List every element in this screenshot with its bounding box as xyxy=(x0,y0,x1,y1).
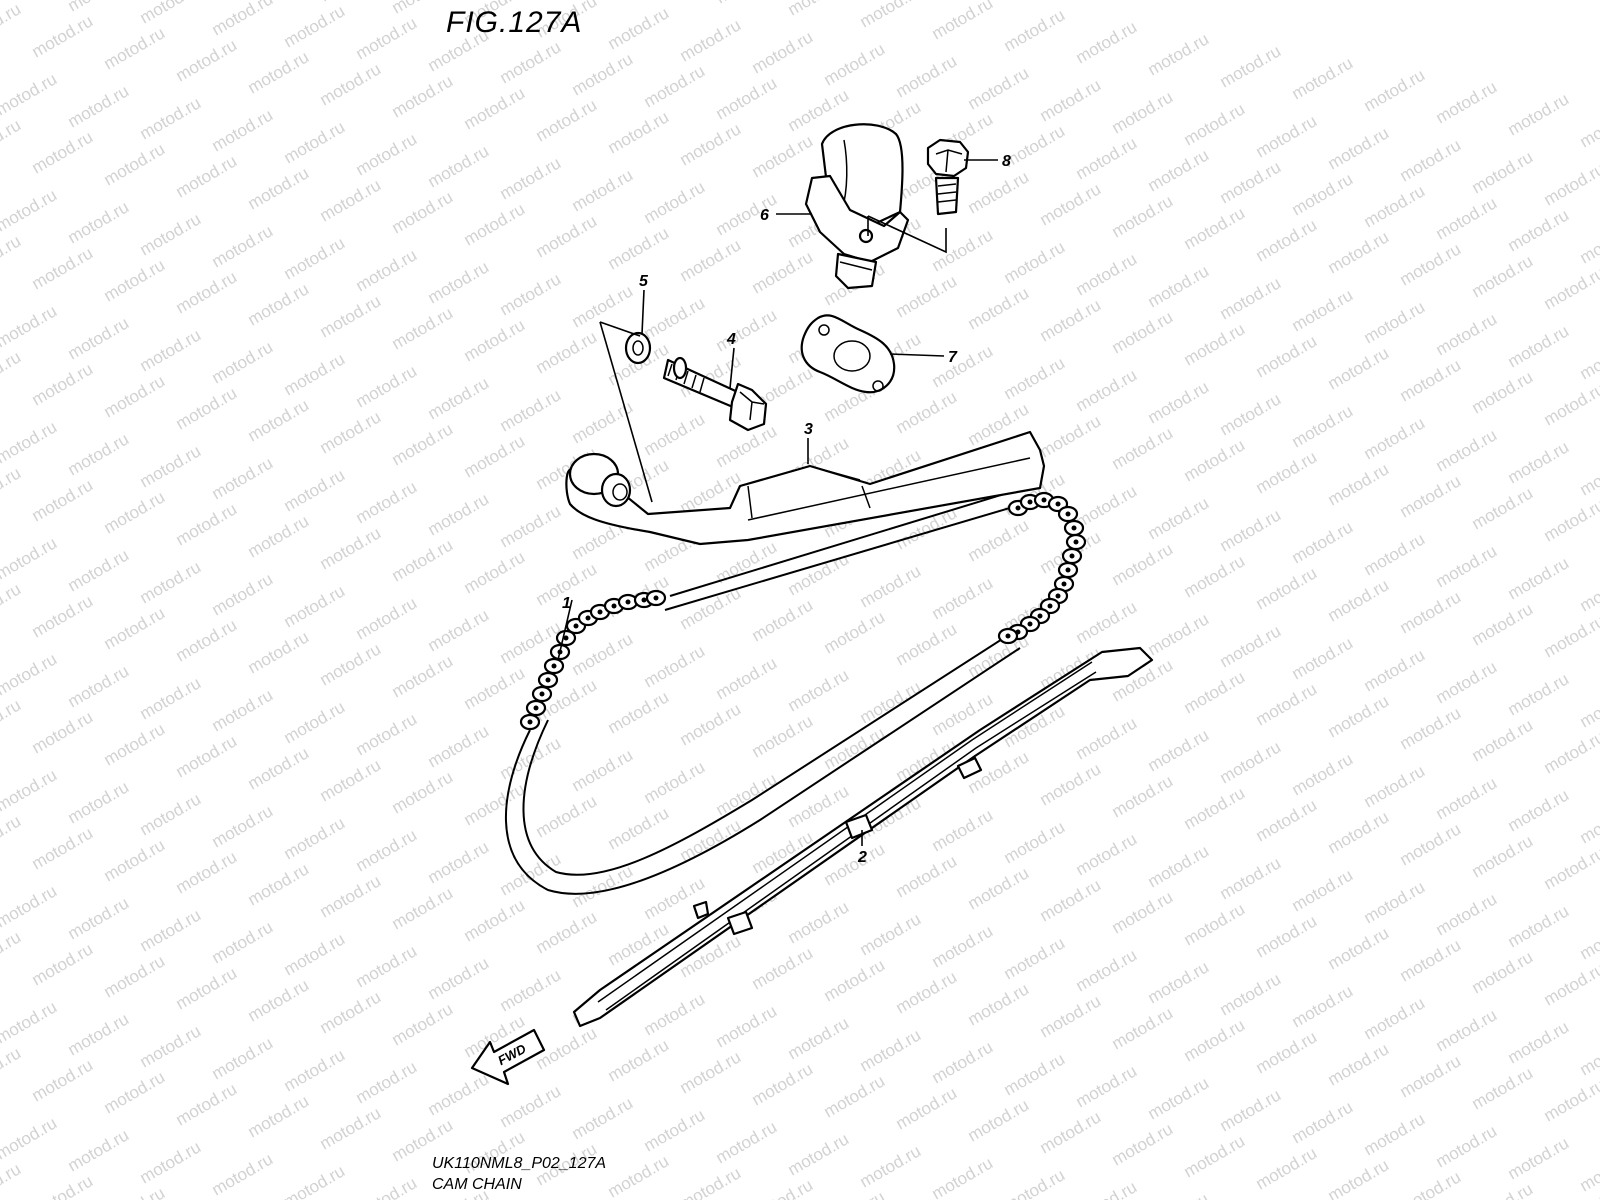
chain-pin xyxy=(1041,497,1047,503)
chain-pin xyxy=(611,603,617,609)
figure-name: CAM CHAIN xyxy=(432,1176,522,1193)
chain-pin xyxy=(641,597,647,603)
callout-2: 2 xyxy=(857,849,867,866)
chain-pin xyxy=(1055,501,1061,507)
chain-pin xyxy=(539,691,545,697)
pivot-bolt xyxy=(662,356,768,432)
chain-pin xyxy=(1055,593,1061,599)
chain-pin xyxy=(1073,539,1079,545)
chain-pin xyxy=(1037,613,1043,619)
chain-pin xyxy=(545,677,551,683)
callout-4: 4 xyxy=(726,331,736,348)
chain-pin xyxy=(1027,499,1033,505)
chain-pin xyxy=(1069,553,1075,559)
chain-pin xyxy=(1047,603,1053,609)
tensioner-adjuster xyxy=(804,123,947,290)
chain-pin xyxy=(1061,581,1067,587)
chain-pin xyxy=(563,635,569,641)
figure-title: FIG.127A xyxy=(446,6,583,39)
chain-pin xyxy=(533,705,539,711)
callout-6: 6 xyxy=(760,207,769,224)
chain-pin xyxy=(1065,511,1071,517)
tensioner-guide xyxy=(565,430,1046,546)
callout-1: 1 xyxy=(562,595,571,612)
chain-pin xyxy=(625,599,631,605)
callout-5: 5 xyxy=(639,273,649,290)
chain-pin xyxy=(1071,525,1077,531)
leader-lines xyxy=(557,159,998,846)
chain-pin xyxy=(551,663,557,669)
cam-chain xyxy=(504,487,1087,895)
chain-guide xyxy=(572,646,1154,1028)
washer xyxy=(624,331,652,365)
callout-3: 3 xyxy=(804,421,813,438)
gasket xyxy=(800,314,896,394)
chain-pin xyxy=(597,609,603,615)
figure-code: UK110NML8_P02_127A xyxy=(432,1155,607,1172)
callout-8: 8 xyxy=(1002,153,1011,170)
chain-pin xyxy=(1015,505,1021,511)
callout-numbers: 1 2 3 4 5 6 7 8 xyxy=(562,153,1011,866)
arrow-left-down-icon xyxy=(470,1028,546,1086)
callout-7: 7 xyxy=(948,349,958,366)
chain-pin xyxy=(527,719,533,725)
fwd-direction-marker: FWD xyxy=(470,1028,546,1086)
tensioner-bolt xyxy=(926,138,970,216)
chain-pin xyxy=(1065,567,1071,573)
chain-pin xyxy=(1027,621,1033,627)
chain-pin xyxy=(1005,633,1011,639)
chain-pin xyxy=(653,595,659,601)
chain-pin xyxy=(585,615,591,621)
chain-pin xyxy=(573,623,579,629)
